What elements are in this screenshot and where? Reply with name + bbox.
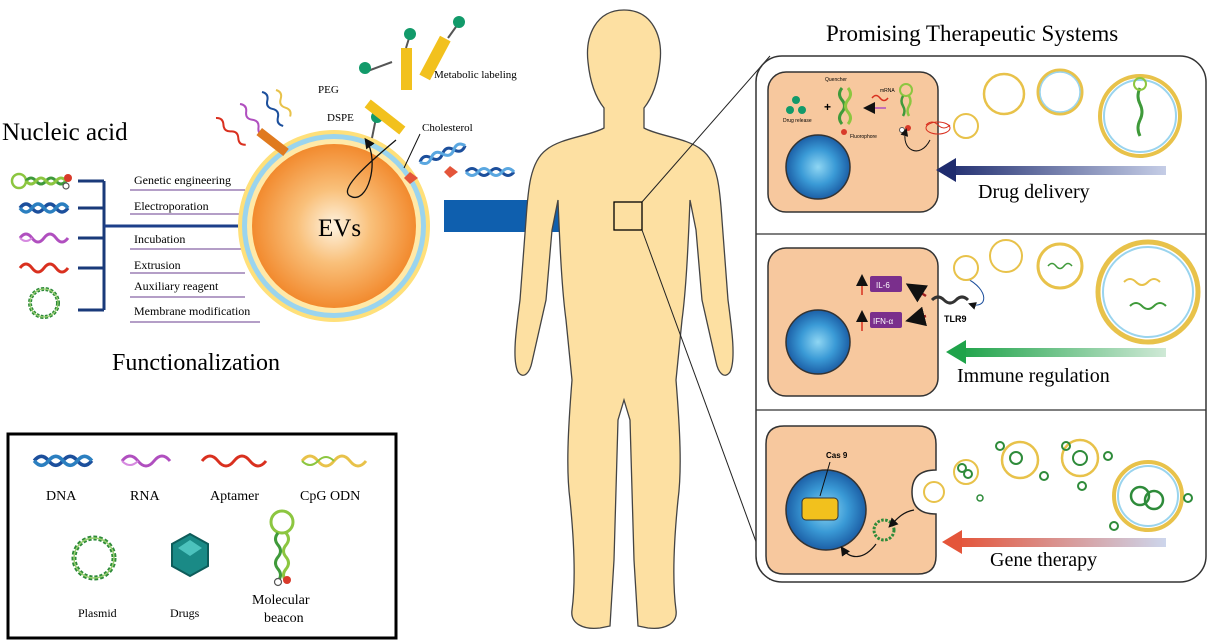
- gene-therapy-panel: Cas 9: [765, 425, 1193, 575]
- method-list: Genetic engineering Electroporation Incu…: [130, 173, 260, 323]
- zoom-line-bottom: [641, 229, 771, 581]
- immune-nucleus: [785, 309, 851, 375]
- fluorophore-label: Fluorophore: [850, 134, 877, 140]
- ifn-badge: [870, 312, 902, 328]
- quencher-label: Quencher: [825, 77, 847, 83]
- cholesterol-pointer: [403, 133, 421, 169]
- drug-nucleus: [785, 134, 851, 200]
- legend-aptamer: [200, 454, 268, 468]
- molecular-beacon-icon: [10, 172, 72, 190]
- gene-therapy-title: Gene therapy: [990, 549, 1097, 571]
- ifn-label: IFN-α: [873, 317, 894, 326]
- drug-delivery-panel: + Quencher mRNA Drug release Fluorophore: [767, 68, 1182, 213]
- il6-badge: [870, 276, 902, 292]
- legend-beacon-label-1: Molecular: [252, 593, 310, 608]
- peg-dspe-strands: [215, 89, 292, 157]
- cas9-label: Cas 9: [826, 451, 848, 460]
- legend-aptamer-label: Aptamer: [210, 489, 259, 504]
- dspe-label: DSPE: [327, 112, 354, 124]
- drug-delivery-title: Drug delivery: [978, 181, 1090, 203]
- legend-drugs-label: Drugs: [170, 606, 200, 620]
- method-extrusion: Extrusion: [134, 258, 181, 272]
- drug-beacon-icon: [838, 87, 852, 135]
- legend-plasmid-label: Plasmid: [78, 606, 117, 620]
- dna-icon: [18, 202, 70, 214]
- legend-dna: [32, 454, 94, 468]
- method-incubation: Incubation: [134, 232, 185, 246]
- legend-rna: [120, 454, 172, 468]
- ev-sphere: [238, 130, 430, 322]
- immune-regulation-title: Immune regulation: [957, 365, 1110, 387]
- insertion-arrow: [346, 137, 397, 199]
- drug-cell: [767, 71, 939, 213]
- metabolic-probes: [359, 16, 465, 139]
- aptamer-icon: [18, 262, 70, 274]
- tlr9-label: TLR9: [944, 314, 967, 324]
- immune-regulation-panel: IL-6 IFN-α TLR9: [767, 239, 1201, 397]
- legend-molecular-beacon: [269, 509, 295, 587]
- legend-cpg: [300, 454, 368, 468]
- mrna-label: mRNA: [880, 88, 895, 94]
- legend-drugs: [171, 532, 209, 578]
- ev-label: EVs: [318, 215, 361, 242]
- peg-label: PEG: [318, 84, 339, 96]
- drug-release-label: Drug release: [783, 118, 812, 124]
- legend-beacon-label-2: beacon: [264, 611, 304, 626]
- cas9-protein: [801, 497, 839, 521]
- rna-icon: [18, 232, 70, 244]
- legend-rna-label: RNA: [130, 489, 160, 504]
- il6-label: IL-6: [876, 281, 890, 290]
- cholesterol-label: Cholesterol: [422, 122, 473, 134]
- legend-dna-label: DNA: [46, 489, 77, 504]
- nucleic-acid-icons: [10, 172, 72, 319]
- zoom-line-top: [641, 55, 771, 203]
- svg-text:+: +: [824, 100, 831, 114]
- legend-plasmid: [71, 535, 117, 581]
- metabolic-labeling-label: Metabolic labeling: [434, 69, 517, 81]
- functionalization-label: Functionalization: [112, 350, 280, 376]
- plasmid-icon: [28, 287, 60, 319]
- method-bracket: [78, 179, 106, 312]
- method-membrane-modification: Membrane modification: [134, 304, 250, 318]
- method-electroporation: Electroporation: [134, 199, 209, 213]
- zoom-box: [613, 201, 643, 231]
- therapeutic-systems-heading: Promising Therapeutic Systems: [826, 21, 1118, 46]
- legend-box: [6, 432, 398, 640]
- legend-cpg-label: CpG ODN: [300, 489, 360, 504]
- nucleic-acid-heading: Nucleic acid: [2, 119, 128, 146]
- method-genetic-engineering: Genetic engineering: [134, 173, 231, 187]
- method-auxiliary-reagent: Auxiliary reagent: [134, 279, 219, 293]
- human-body-silhouette: [514, 9, 734, 630]
- cholesterol-strands: [404, 142, 516, 184]
